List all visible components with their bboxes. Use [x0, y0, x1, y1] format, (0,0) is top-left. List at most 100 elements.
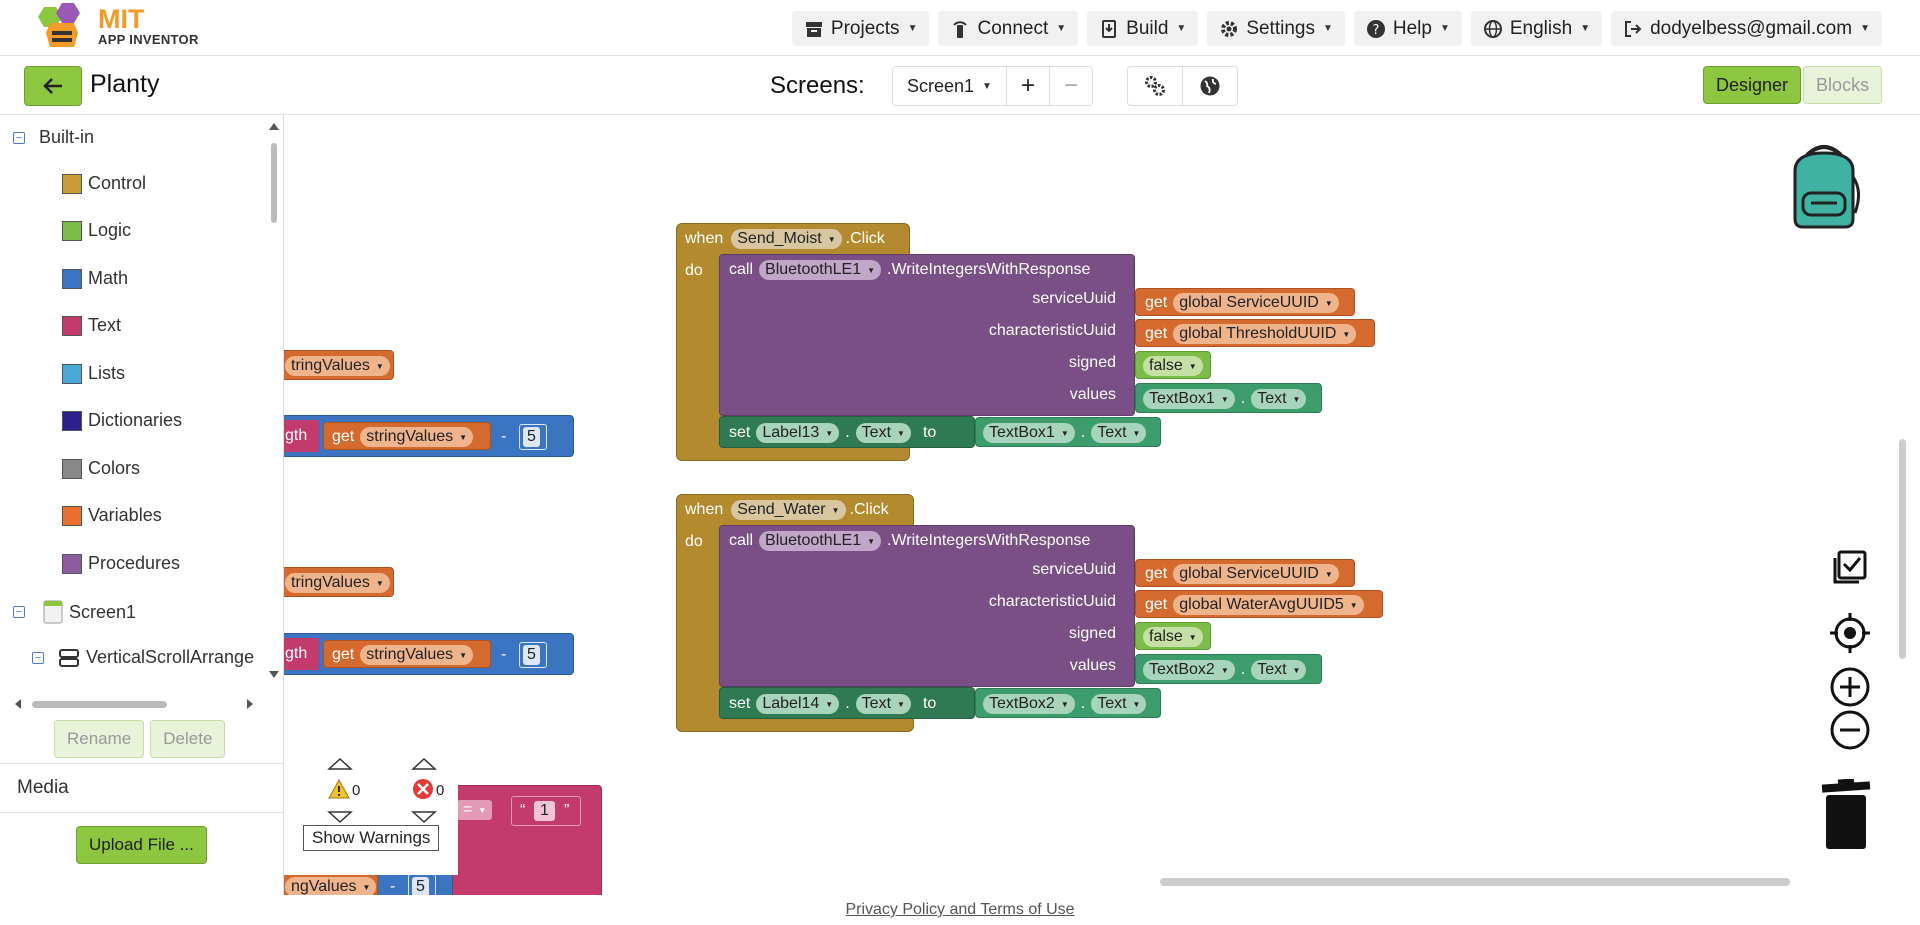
component-dropdown[interactable]: Send_Moist▼	[731, 229, 842, 249]
palette-item-text[interactable]: Text	[62, 315, 121, 336]
palette-item-math[interactable]: Math	[62, 268, 128, 289]
projects-menu[interactable]: Projects▼	[791, 11, 930, 46]
blocks-button[interactable]: Blocks	[1803, 66, 1883, 104]
collapse-icon[interactable]: −	[13, 606, 25, 618]
partial-length-block[interactable]: gth	[284, 638, 319, 670]
delete-button[interactable]: Delete	[150, 720, 226, 758]
property-dropdown[interactable]: Text▼	[855, 694, 911, 714]
component-dropdown[interactable]: TextBox1▼	[983, 423, 1075, 443]
trash-icon[interactable]	[1818, 779, 1874, 851]
call-block[interactable]: call BluetoothLE1▼ .WriteIntegersWithRes…	[719, 525, 1135, 687]
palette-horizontal-scrollbar[interactable]	[14, 697, 254, 711]
property-dropdown[interactable]: Text▼	[1251, 660, 1307, 680]
palette-item-control[interactable]: Control	[62, 173, 146, 194]
app-logo[interactable]: MIT APP INVENTOR	[34, 0, 199, 52]
component-dropdown[interactable]: Label13▼	[756, 423, 840, 443]
property-dropdown[interactable]: Text▼	[1091, 694, 1147, 714]
palette-item-variables[interactable]: Variables	[62, 505, 162, 526]
component-dropdown[interactable]: Send_Water▼	[731, 500, 846, 520]
component-dropdown[interactable]: TextBox1▼	[1143, 389, 1235, 409]
zoom-in-icon[interactable]	[1829, 666, 1871, 708]
component-getter-block[interactable]: TextBox1▼ . Text▼	[975, 417, 1161, 447]
web-preview-button[interactable]	[1183, 67, 1237, 105]
designer-button[interactable]: Designer	[1703, 66, 1802, 104]
component-dropdown[interactable]: TextBox2▼	[983, 694, 1075, 714]
remove-screen-button[interactable]: −	[1063, 72, 1078, 99]
privacy-policy-link[interactable]: Privacy Policy and Terms of Use	[845, 901, 1075, 918]
number-value[interactable]: 5	[523, 645, 540, 665]
component-getter-block[interactable]: TextBox1▼ . Text▼	[1135, 383, 1322, 413]
boolean-dropdown[interactable]: false▼	[1143, 356, 1203, 376]
upload-file-button[interactable]: Upload File ...	[76, 826, 207, 864]
backpack-icon[interactable]	[1781, 141, 1867, 231]
partial-get-block[interactable]: tringValues▼	[284, 567, 394, 597]
back-button[interactable]	[24, 66, 82, 106]
settings-menu[interactable]: Settings▼	[1207, 11, 1345, 46]
call-block[interactable]: call BluetoothLE1▼ .WriteIntegersWithRes…	[719, 254, 1135, 416]
variable-dropdown[interactable]: global ThresholdUUID▼	[1173, 324, 1357, 344]
variable-dropdown[interactable]: global ServiceUUID▼	[1173, 293, 1339, 313]
component-getter-block[interactable]: TextBox2▼ . Text▼	[975, 688, 1161, 718]
variable-dropdown[interactable]: tringValues▼	[285, 573, 390, 593]
text-value[interactable]: 1	[534, 801, 555, 821]
connect-menu[interactable]: Connect▼	[938, 11, 1079, 46]
palette-vertical-scrollbar[interactable]	[268, 121, 280, 681]
partial-length-block[interactable]: gth	[284, 420, 319, 452]
zoom-out-icon[interactable]	[1829, 709, 1871, 751]
workspace-vertical-scrollbar[interactable]	[1896, 439, 1908, 679]
build-menu[interactable]: Build▼	[1087, 11, 1199, 46]
language-menu[interactable]: English▼	[1470, 11, 1603, 46]
component-dropdown[interactable]: BluetoothLE1▼	[759, 260, 882, 280]
compare-operator-dropdown[interactable]: =▼	[457, 800, 493, 820]
component-dropdown[interactable]: BluetoothLE1▼	[759, 531, 882, 551]
partial-get-block[interactable]: ngValues▼	[284, 872, 378, 895]
account-menu[interactable]: dodyelbess@gmail.com▼	[1611, 11, 1882, 46]
help-menu[interactable]: ? Help▼	[1353, 11, 1462, 46]
variable-dropdown[interactable]: ngValues▼	[285, 877, 377, 895]
show-warnings-button[interactable]: Show Warnings	[303, 825, 440, 851]
palette-item-dictionaries[interactable]: Dictionaries	[62, 410, 182, 431]
screen-dropdown[interactable]: Screen1▼	[893, 67, 1007, 105]
tree-builtin[interactable]: − Built-in	[13, 127, 94, 148]
palette-item-logic[interactable]: Logic	[62, 220, 131, 241]
boolean-block[interactable]: false▼	[1135, 622, 1211, 650]
number-value[interactable]: 5	[412, 877, 429, 895]
variable-dropdown[interactable]: global WaterAvgUUID5▼	[1173, 595, 1364, 615]
project-properties-button[interactable]	[1128, 67, 1183, 105]
number-block[interactable]: 5	[519, 642, 547, 668]
set-block[interactable]: set Label13▼ . Text▼ to	[719, 416, 975, 448]
component-dropdown[interactable]: Label14▼	[756, 694, 840, 714]
rename-button[interactable]: Rename	[54, 720, 145, 758]
add-screen-button[interactable]: +	[1007, 67, 1050, 105]
collapse-icon[interactable]: −	[32, 651, 44, 664]
cleanup-checkbox-icon[interactable]	[1831, 548, 1869, 586]
number-block[interactable]: 5	[519, 424, 547, 450]
variable-dropdown[interactable]: stringValues▼	[360, 427, 474, 447]
center-target-icon[interactable]	[1829, 612, 1871, 654]
property-dropdown[interactable]: Text▼	[855, 423, 911, 443]
palette-item-colors[interactable]: Colors	[62, 458, 140, 479]
variable-dropdown[interactable]: tringValues▼	[285, 356, 390, 376]
number-value[interactable]: 5	[523, 427, 540, 447]
property-dropdown[interactable]: Text▼	[1091, 423, 1147, 443]
palette-item-procedures[interactable]: Procedures	[62, 553, 180, 574]
text-literal-block[interactable]: “ 1 ”	[511, 796, 581, 826]
workspace-horizontal-scrollbar[interactable]	[1160, 876, 1800, 888]
variable-dropdown[interactable]: stringValues▼	[360, 645, 474, 665]
number-block[interactable]: 5	[408, 874, 436, 895]
property-dropdown[interactable]: Text▼	[1251, 389, 1307, 409]
partial-get-block[interactable]: tringValues▼	[284, 350, 394, 380]
boolean-block[interactable]: false▼	[1135, 351, 1211, 379]
collapse-icon[interactable]: −	[13, 131, 25, 144]
component-dropdown[interactable]: TextBox2▼	[1143, 660, 1235, 680]
set-block[interactable]: set Label14▼ . Text▼ to	[719, 687, 975, 719]
tree-vertical-scroll-arrangement[interactable]: − VerticalScrollArrange	[32, 647, 254, 668]
